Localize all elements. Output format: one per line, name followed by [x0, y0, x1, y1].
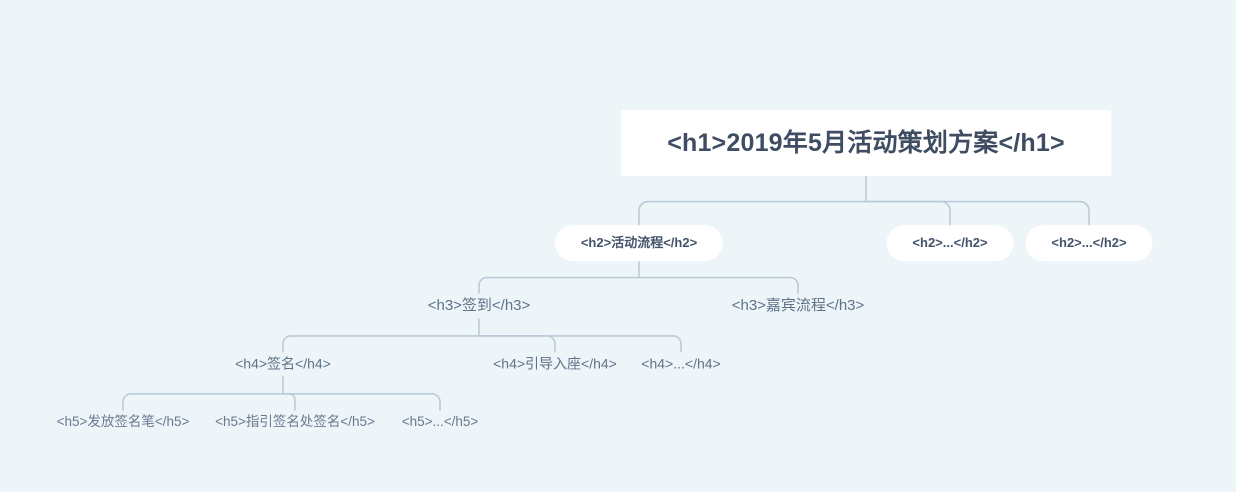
node-h3-signin[interactable]: <h3>签到</h3> — [427, 297, 531, 314]
node-h5-ellipsis[interactable]: <h5>...</h5> — [401, 413, 479, 429]
node-h4-guide-seating[interactable]: <h4>引导入座</h4> — [493, 355, 617, 372]
node-h4-ellipsis[interactable]: <h4>...</h4> — [641, 355, 721, 372]
node-h2-activity-flow[interactable]: <h2>活动流程</h2> — [554, 225, 724, 261]
node-h1-root[interactable]: <h1>2019年5月活动策划方案</h1> — [621, 110, 1111, 176]
node-h3-guest-flow[interactable]: <h3>嘉宾流程</h3> — [731, 297, 865, 314]
node-h5-guide-to-sign[interactable]: <h5>指引签名处签名</h5> — [215, 413, 375, 429]
node-h4-signature[interactable]: <h4>签名</h4> — [235, 355, 331, 372]
node-h2-ellipsis-1[interactable]: <h2>...</h2> — [886, 225, 1014, 261]
node-h5-hand-out-pen[interactable]: <h5>发放签名笔</h5> — [56, 413, 190, 429]
node-h2-ellipsis-2[interactable]: <h2>...</h2> — [1025, 225, 1153, 261]
